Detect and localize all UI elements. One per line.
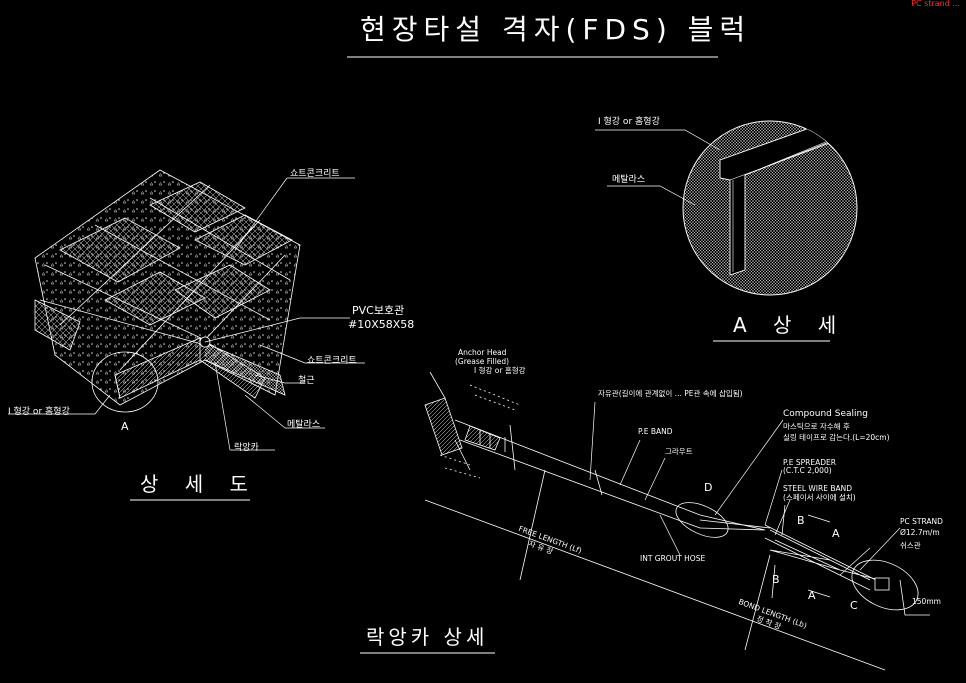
label-ref-b1: B	[797, 514, 805, 527]
label-spacer-note: 자유관(길이에 관계없이 ... PE관 속에 삽입됨)	[598, 389, 743, 398]
detail-a-circle	[682, 120, 858, 296]
label-steel-wire: STEEL WIRE BAND	[783, 484, 853, 493]
grid-block-isometric	[34, 169, 301, 413]
detail-caption: 상 세 도	[140, 472, 258, 496]
anchor-assembly	[424, 371, 930, 671]
corner-note: PC strand ...	[911, 0, 960, 8]
label-metal-lath: 메탈라스	[287, 420, 321, 430]
label-anchor-head: Anchor Head	[458, 348, 507, 357]
label-strand-size: Ø12.7m/m	[900, 528, 940, 537]
leader-lines-anchor	[589, 401, 901, 576]
anchor-caption: 락앙카 상세	[366, 625, 489, 649]
label-pc-strand: PC STRAND	[900, 517, 943, 526]
label-ref-a1: A	[832, 527, 840, 540]
label-pvc-size: #10X58X58	[348, 318, 415, 331]
label-a-metal-lath: 메탈라스	[612, 175, 646, 185]
label-compound: Compound Sealing	[783, 409, 868, 419]
label-steel-wire-note: (스페이서 사이에 설치)	[783, 493, 856, 502]
label-pe-band: P.E BAND	[638, 427, 673, 436]
label-ref-a: A	[121, 420, 129, 433]
label-grease: (Grease Filled)	[455, 357, 510, 366]
label-pvc-pipe: PVC보호관	[352, 304, 405, 317]
label-pe-spreader: P.E SPREADER	[783, 458, 836, 467]
label-sotcrete-mid: 쇼트콘크리트	[307, 356, 357, 366]
label-compound-note-2: 실링 테이프로 감는다.(L=20cm)	[783, 433, 890, 442]
label-ref-d: D	[704, 481, 713, 494]
label-rebar: 철근	[298, 376, 315, 386]
label-ref-b2: B	[772, 573, 780, 586]
label-compound-note-1: 마스틱으로 자수해 후	[783, 422, 850, 431]
label-ref-c: C	[850, 599, 858, 612]
leader-lines-a	[595, 129, 721, 206]
label-grout: 그라우트	[665, 447, 693, 456]
label-anchor: 락앙카	[234, 443, 259, 453]
label-sotcrete-top: 쇼트콘크리트	[290, 169, 340, 179]
label-i-beam: I 형강 or 홈형강	[8, 407, 70, 417]
label-a-i-beam: I 형강 or 홈형강	[598, 117, 660, 127]
label-ref-a2: A	[808, 589, 816, 602]
detail-a-caption: A 상 세	[733, 313, 847, 337]
label-ctc: (C.T.C 2,000)	[783, 466, 832, 475]
label-int-grout: INT GROUT HOSE	[640, 554, 706, 563]
label-anchor-i-beam: I 형강 or 홈형강	[474, 366, 526, 375]
label-dim: 150mm	[912, 597, 941, 606]
page-title: 현장타설 격자(FDS) 블럭	[360, 13, 752, 46]
leader-lines-left	[8, 177, 365, 451]
label-sheath: 쉬스관	[900, 541, 921, 550]
